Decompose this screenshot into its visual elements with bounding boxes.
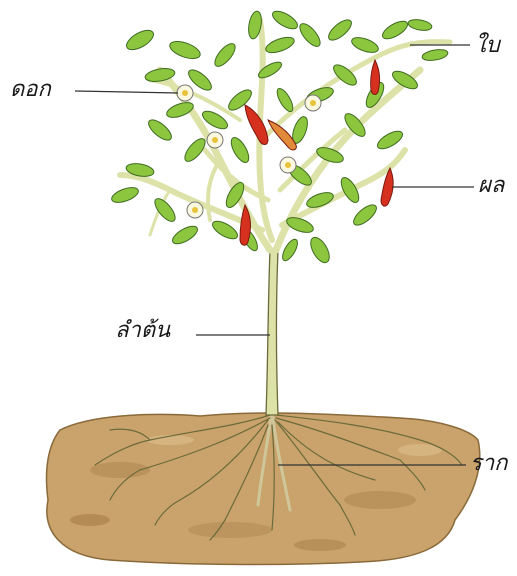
flower-1: [177, 85, 193, 101]
flower-2: [305, 95, 321, 111]
label-fruit: ผล: [478, 175, 504, 197]
flower-5: [187, 202, 203, 218]
label-root: ราก: [470, 453, 508, 475]
fruit-5: [268, 120, 296, 150]
stem: [266, 250, 278, 415]
label-stem: ลำต้น: [115, 320, 170, 342]
leader-flower: [75, 91, 178, 93]
flower-4: [280, 157, 296, 173]
flower-3: [207, 132, 223, 148]
label-flower: ดอก: [10, 79, 51, 101]
fruit-1: [371, 60, 380, 94]
soil: [47, 413, 480, 565]
label-leaf: ใบ: [475, 35, 500, 57]
